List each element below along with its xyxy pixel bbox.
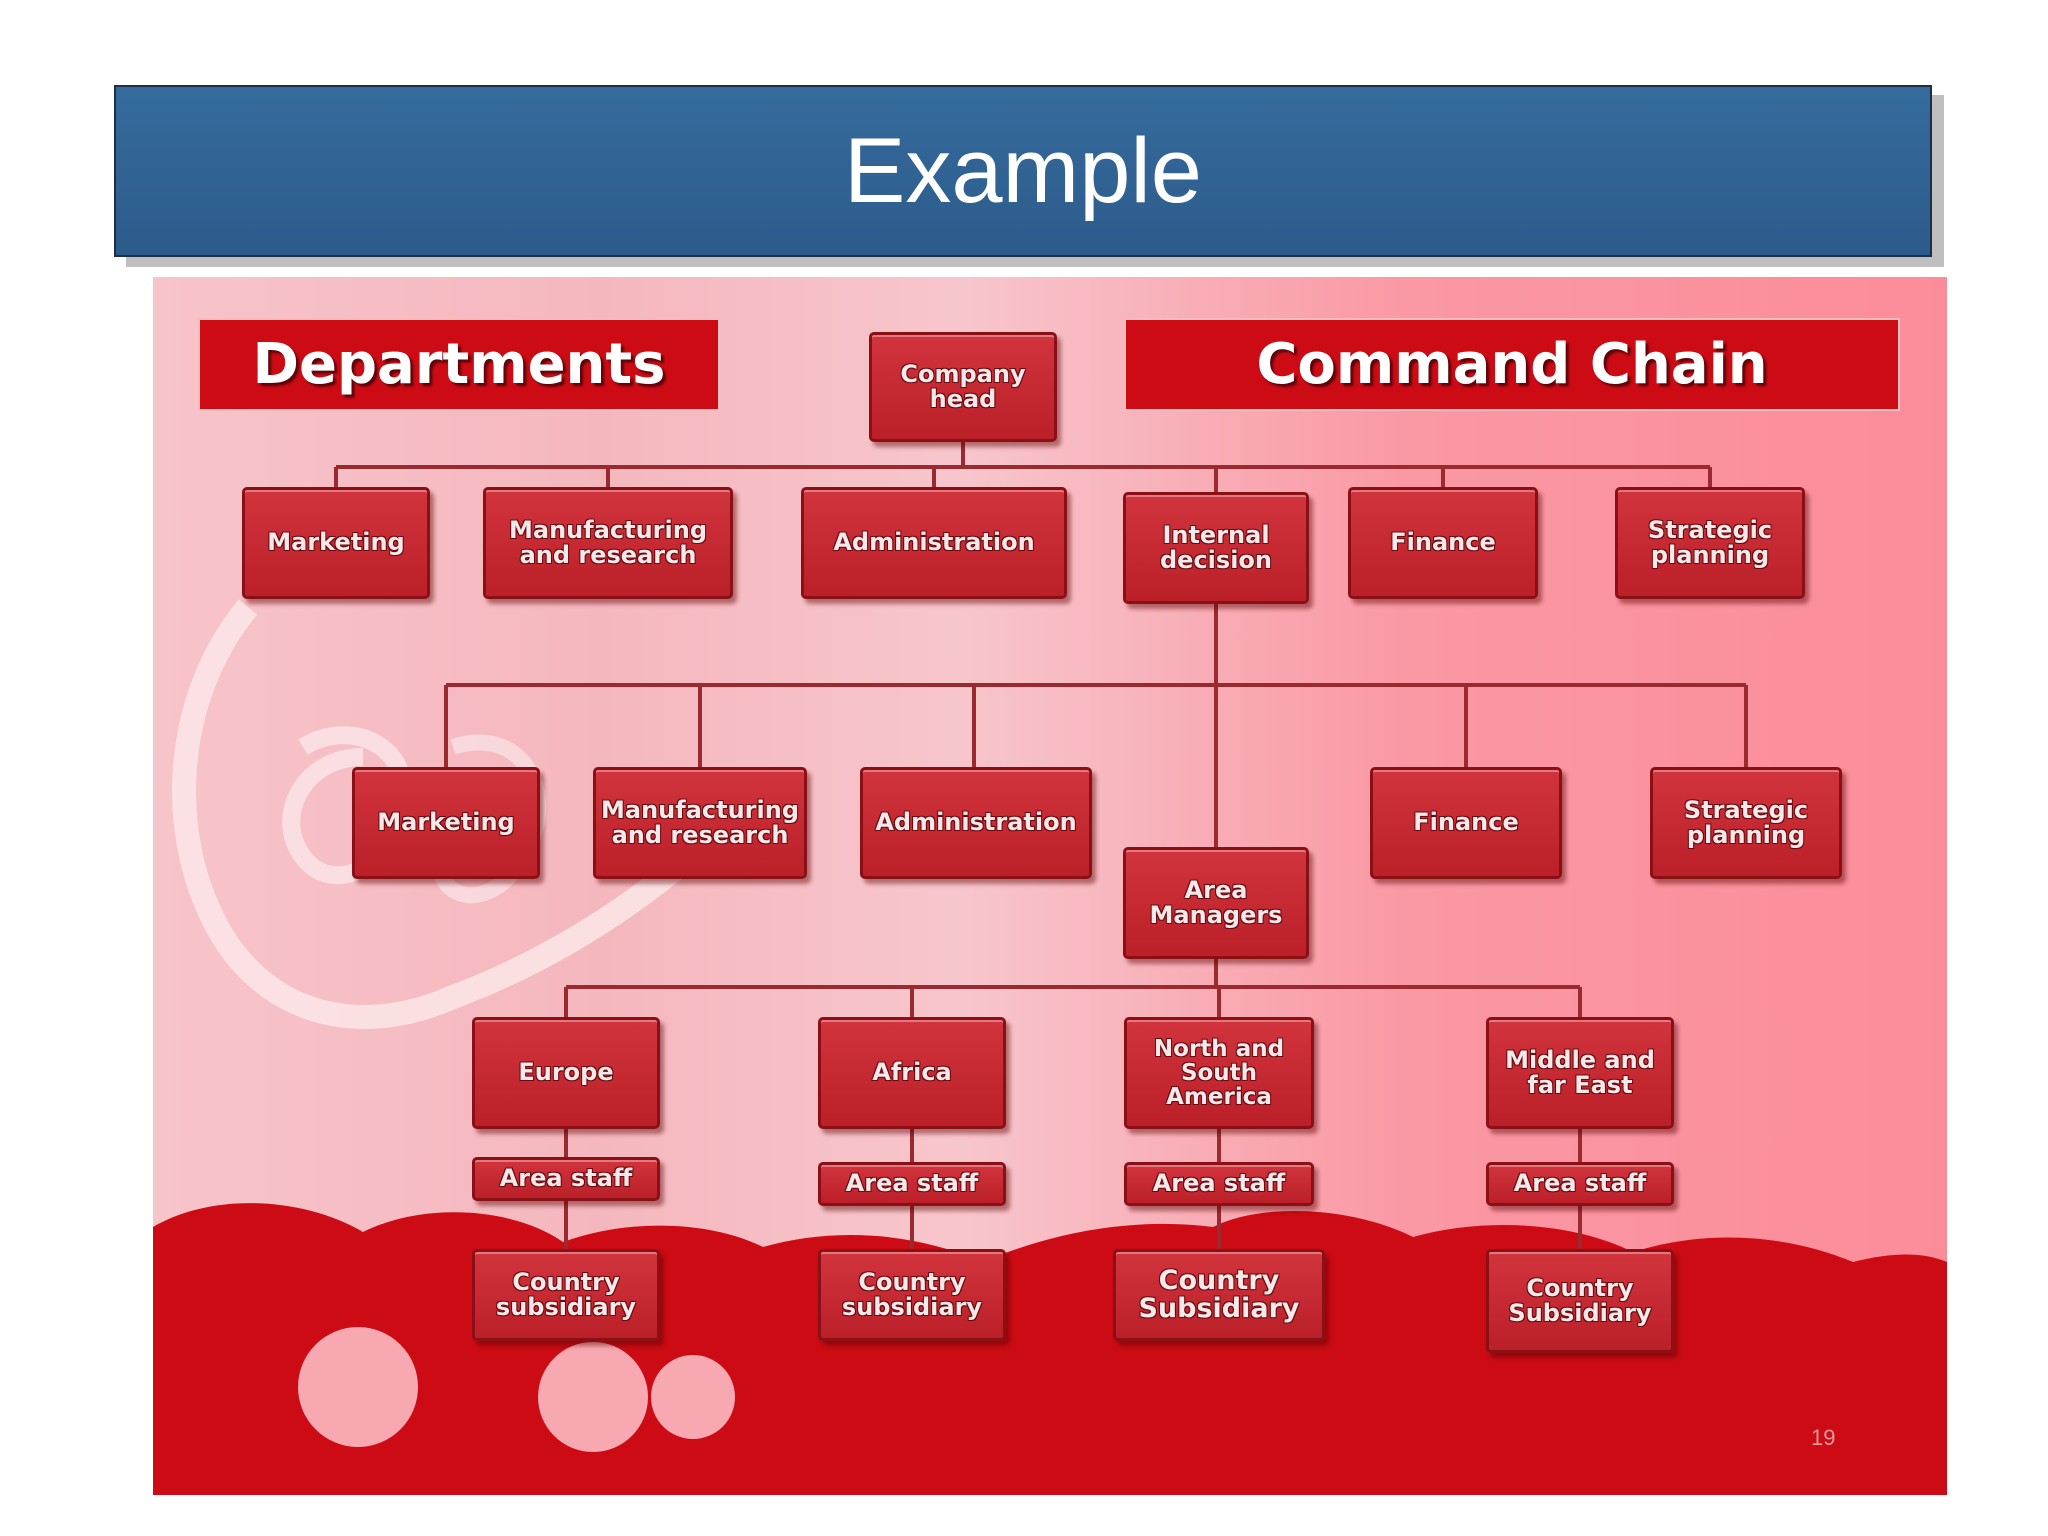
org-chart-panel: Departments Command Chain Company head M…: [153, 277, 1947, 1495]
region-africa-node: Africa: [818, 1017, 1006, 1129]
page-number: 19: [1811, 1425, 1836, 1450]
command-chain-header: Command Chain: [1124, 318, 1900, 411]
subsidiary-africa-node: Country subsidiary: [818, 1249, 1006, 1341]
region-americas-node: North and South America: [1124, 1017, 1314, 1129]
departments-header: Departments: [198, 318, 720, 411]
level1-manufacturing-node: Manufacturing and research: [483, 487, 733, 599]
level2-marketing-node: Marketing: [352, 767, 540, 879]
level2-finance-node: Finance: [1370, 767, 1562, 879]
bubble-decoration: [538, 1342, 648, 1452]
level2-manufacturing-node: Manufacturing and research: [593, 767, 807, 879]
level2-administration-node: Administration: [860, 767, 1092, 879]
slide-title-bar: Example: [114, 85, 1932, 257]
area-staff-middle-far-east-node: Area staff: [1486, 1162, 1674, 1206]
level1-marketing-node: Marketing: [242, 487, 430, 599]
area-staff-africa-node: Area staff: [818, 1162, 1006, 1206]
bubble-decoration: [298, 1327, 418, 1447]
subsidiary-middle-far-east-node: Country Subsidiary: [1486, 1249, 1674, 1353]
bubble-decoration: [651, 1355, 735, 1439]
departments-header-label: Departments: [252, 332, 666, 397]
command-chain-header-label: Command Chain: [1256, 332, 1768, 397]
area-staff-americas-node: Area staff: [1124, 1162, 1314, 1206]
region-europe-node: Europe: [472, 1017, 660, 1129]
subsidiary-europe-node: Country subsidiary: [472, 1249, 660, 1341]
connector-lines: [334, 439, 1748, 1252]
level1-internal-decision-node: Internal decision: [1123, 492, 1309, 604]
logo-swirl-decoration: [172, 599, 721, 1029]
subsidiary-americas-node: Country Subsidiary: [1113, 1249, 1325, 1341]
slide-title: Example: [844, 119, 1202, 222]
level1-strategic-planning-node: Strategic planning: [1615, 487, 1805, 599]
area-managers-node: Area Managers: [1123, 847, 1309, 959]
level2-strategic-planning-node: Strategic planning: [1650, 767, 1842, 879]
level1-finance-node: Finance: [1348, 487, 1538, 599]
company-head-node: Company head: [869, 332, 1057, 442]
area-staff-europe-node: Area staff: [472, 1157, 660, 1201]
region-middle-far-east-node: Middle and far East: [1486, 1017, 1674, 1129]
level1-administration-node: Administration: [801, 487, 1067, 599]
